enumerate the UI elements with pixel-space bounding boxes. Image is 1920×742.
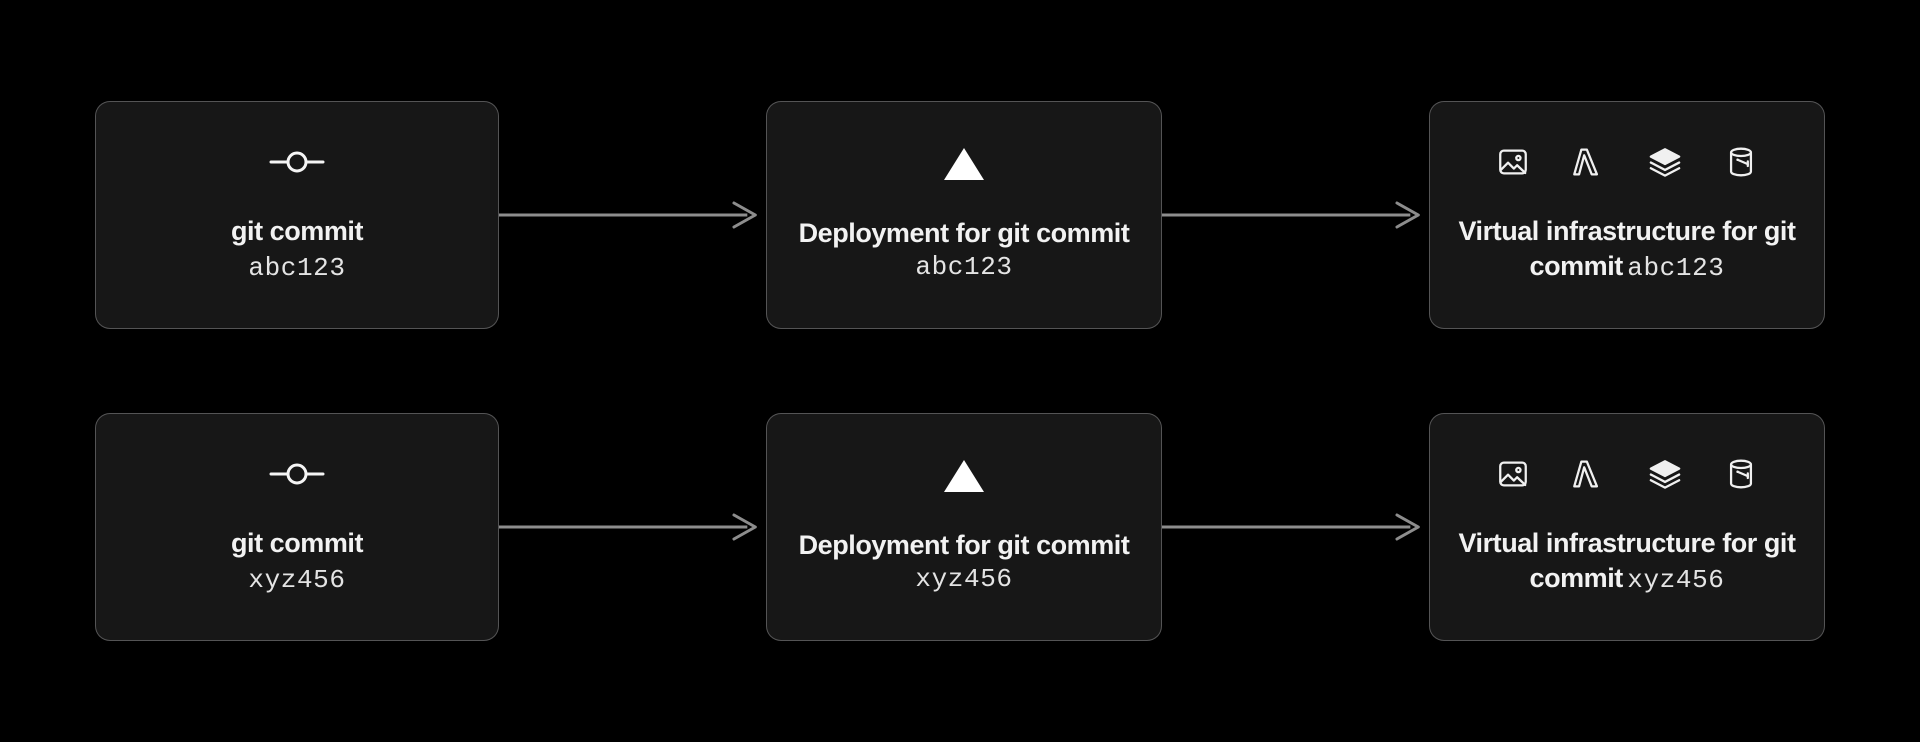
card-icon-area [1496, 452, 1758, 496]
card-icon-area [269, 452, 325, 496]
image-icon [1496, 145, 1530, 179]
card-text: Virtual infrastructure for git commit xy… [1448, 526, 1806, 598]
git-commit-hash: xyz456 [248, 565, 346, 596]
vercel-triangle-icon [943, 146, 985, 182]
layers-icon [1648, 457, 1682, 491]
git-commit-icon [269, 461, 325, 487]
virtual-infrastructure-card[interactable]: Virtual infrastructure for git commit xy… [1429, 413, 1825, 641]
card-text: Deployment for git commit xyz456 [785, 528, 1143, 597]
image-icon [1496, 457, 1530, 491]
git-commit-label: git commit [230, 528, 363, 559]
arrow-deployment-to-infrastructure [1162, 198, 1429, 232]
card-icon-area [269, 140, 325, 184]
infrastructure-hash: xyz456 [1627, 565, 1725, 596]
infrastructure-label: Virtual infrastructure for git commit [1458, 216, 1796, 282]
git-commit-label: git commit [230, 216, 363, 247]
infrastructure-label: Virtual infrastructure for git commit [1458, 528, 1796, 594]
bucket-icon [1724, 145, 1758, 179]
card-icon-area [1496, 140, 1758, 184]
deployment-label: Deployment for git commit [798, 529, 1130, 560]
git-commit-card[interactable]: git commit xyz456 [95, 413, 499, 641]
card-icon-area [943, 142, 985, 186]
git-commit-card[interactable]: git commit abc123 [95, 101, 499, 329]
layers-icon [1648, 145, 1682, 179]
pipeline-row: git commit abc123 Deployment for git co [95, 101, 1825, 329]
arrow-commit-to-deployment [499, 198, 766, 232]
virtual-infrastructure-card[interactable]: Virtual infrastructure for git commit ab… [1429, 101, 1825, 329]
deployment-hash: xyz456 [915, 563, 1013, 594]
card-text: Virtual infrastructure for git commit ab… [1448, 214, 1806, 286]
card-icon-area [943, 454, 985, 498]
lambda-icon [1572, 457, 1606, 491]
git-commit-icon [269, 149, 325, 175]
vercel-triangle-icon [943, 458, 985, 494]
card-text: Deployment for git commit abc123 [785, 216, 1143, 285]
card-text: git commit xyz456 [225, 526, 369, 598]
deployment-label: Deployment for git commit [798, 217, 1130, 248]
pipeline-row: git commit xyz456 Deployment for git co [95, 413, 1825, 641]
arrow-commit-to-deployment [499, 510, 766, 544]
deployment-hash: abc123 [915, 251, 1013, 282]
card-text: git commit abc123 [225, 214, 369, 286]
infrastructure-hash: abc123 [1627, 253, 1725, 284]
deployment-card[interactable]: Deployment for git commit abc123 [766, 101, 1162, 329]
git-commit-hash: abc123 [248, 253, 346, 284]
lambda-icon [1572, 145, 1606, 179]
deployment-card[interactable]: Deployment for git commit xyz456 [766, 413, 1162, 641]
bucket-icon [1724, 457, 1758, 491]
arrow-deployment-to-infrastructure [1162, 510, 1429, 544]
